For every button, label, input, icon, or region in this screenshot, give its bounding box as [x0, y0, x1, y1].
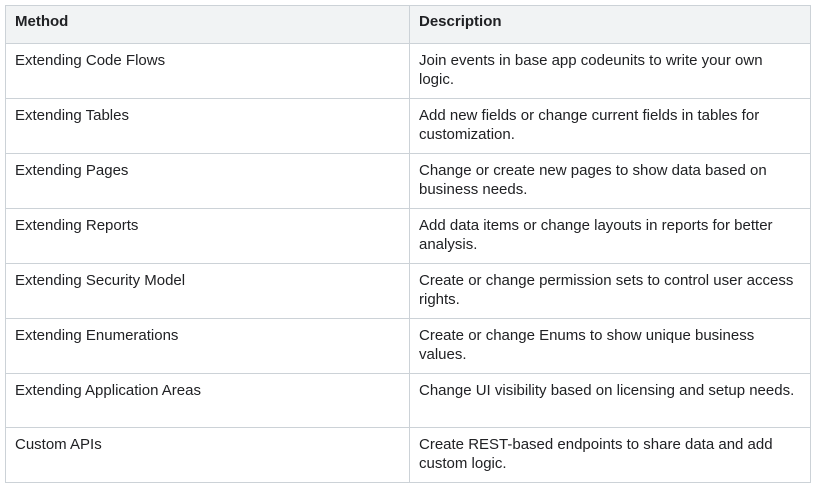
cell-description: Create REST-based endpoints to share dat… [409, 427, 811, 483]
cell-method: Extending Tables [5, 98, 410, 154]
table-row: Extending Application Areas Change UI vi… [5, 373, 811, 428]
cell-method: Extending Security Model [5, 263, 410, 319]
cell-method: Custom APIs [5, 427, 410, 483]
cell-description: Change or create new pages to show data … [409, 153, 811, 209]
cell-description: Create or change permission sets to cont… [409, 263, 811, 319]
cell-method: Extending Reports [5, 208, 410, 264]
methods-table: Method Description Extending Code Flows … [5, 5, 811, 483]
cell-method: Extending Code Flows [5, 43, 410, 99]
table-header-row: Method Description [5, 5, 811, 44]
cell-description: Add data items or change layouts in repo… [409, 208, 811, 264]
table-row: Extending Security Model Create or chang… [5, 263, 811, 319]
table-row: Custom APIs Create REST-based endpoints … [5, 427, 811, 483]
cell-method: Extending Enumerations [5, 318, 410, 374]
cell-method: Extending Pages [5, 153, 410, 209]
cell-method: Extending Application Areas [5, 373, 410, 428]
cell-description: Change UI visibility based on licensing … [409, 373, 811, 428]
cell-description: Join events in base app codeunits to wri… [409, 43, 811, 99]
cell-description: Add new fields or change current fields … [409, 98, 811, 154]
cell-description: Create or change Enums to show unique bu… [409, 318, 811, 374]
table-body: Extending Code Flows Join events in base… [5, 43, 811, 483]
table-row: Extending Reports Add data items or chan… [5, 208, 811, 264]
column-header-description: Description [409, 5, 811, 44]
table-row: Extending Tables Add new fields or chang… [5, 98, 811, 154]
page-container: Method Description Extending Code Flows … [5, 5, 811, 483]
table-row: Extending Enumerations Create or change … [5, 318, 811, 374]
table-row: Extending Pages Change or create new pag… [5, 153, 811, 209]
table-header: Method Description [5, 5, 811, 44]
column-header-method: Method [5, 5, 410, 44]
table-row: Extending Code Flows Join events in base… [5, 43, 811, 99]
